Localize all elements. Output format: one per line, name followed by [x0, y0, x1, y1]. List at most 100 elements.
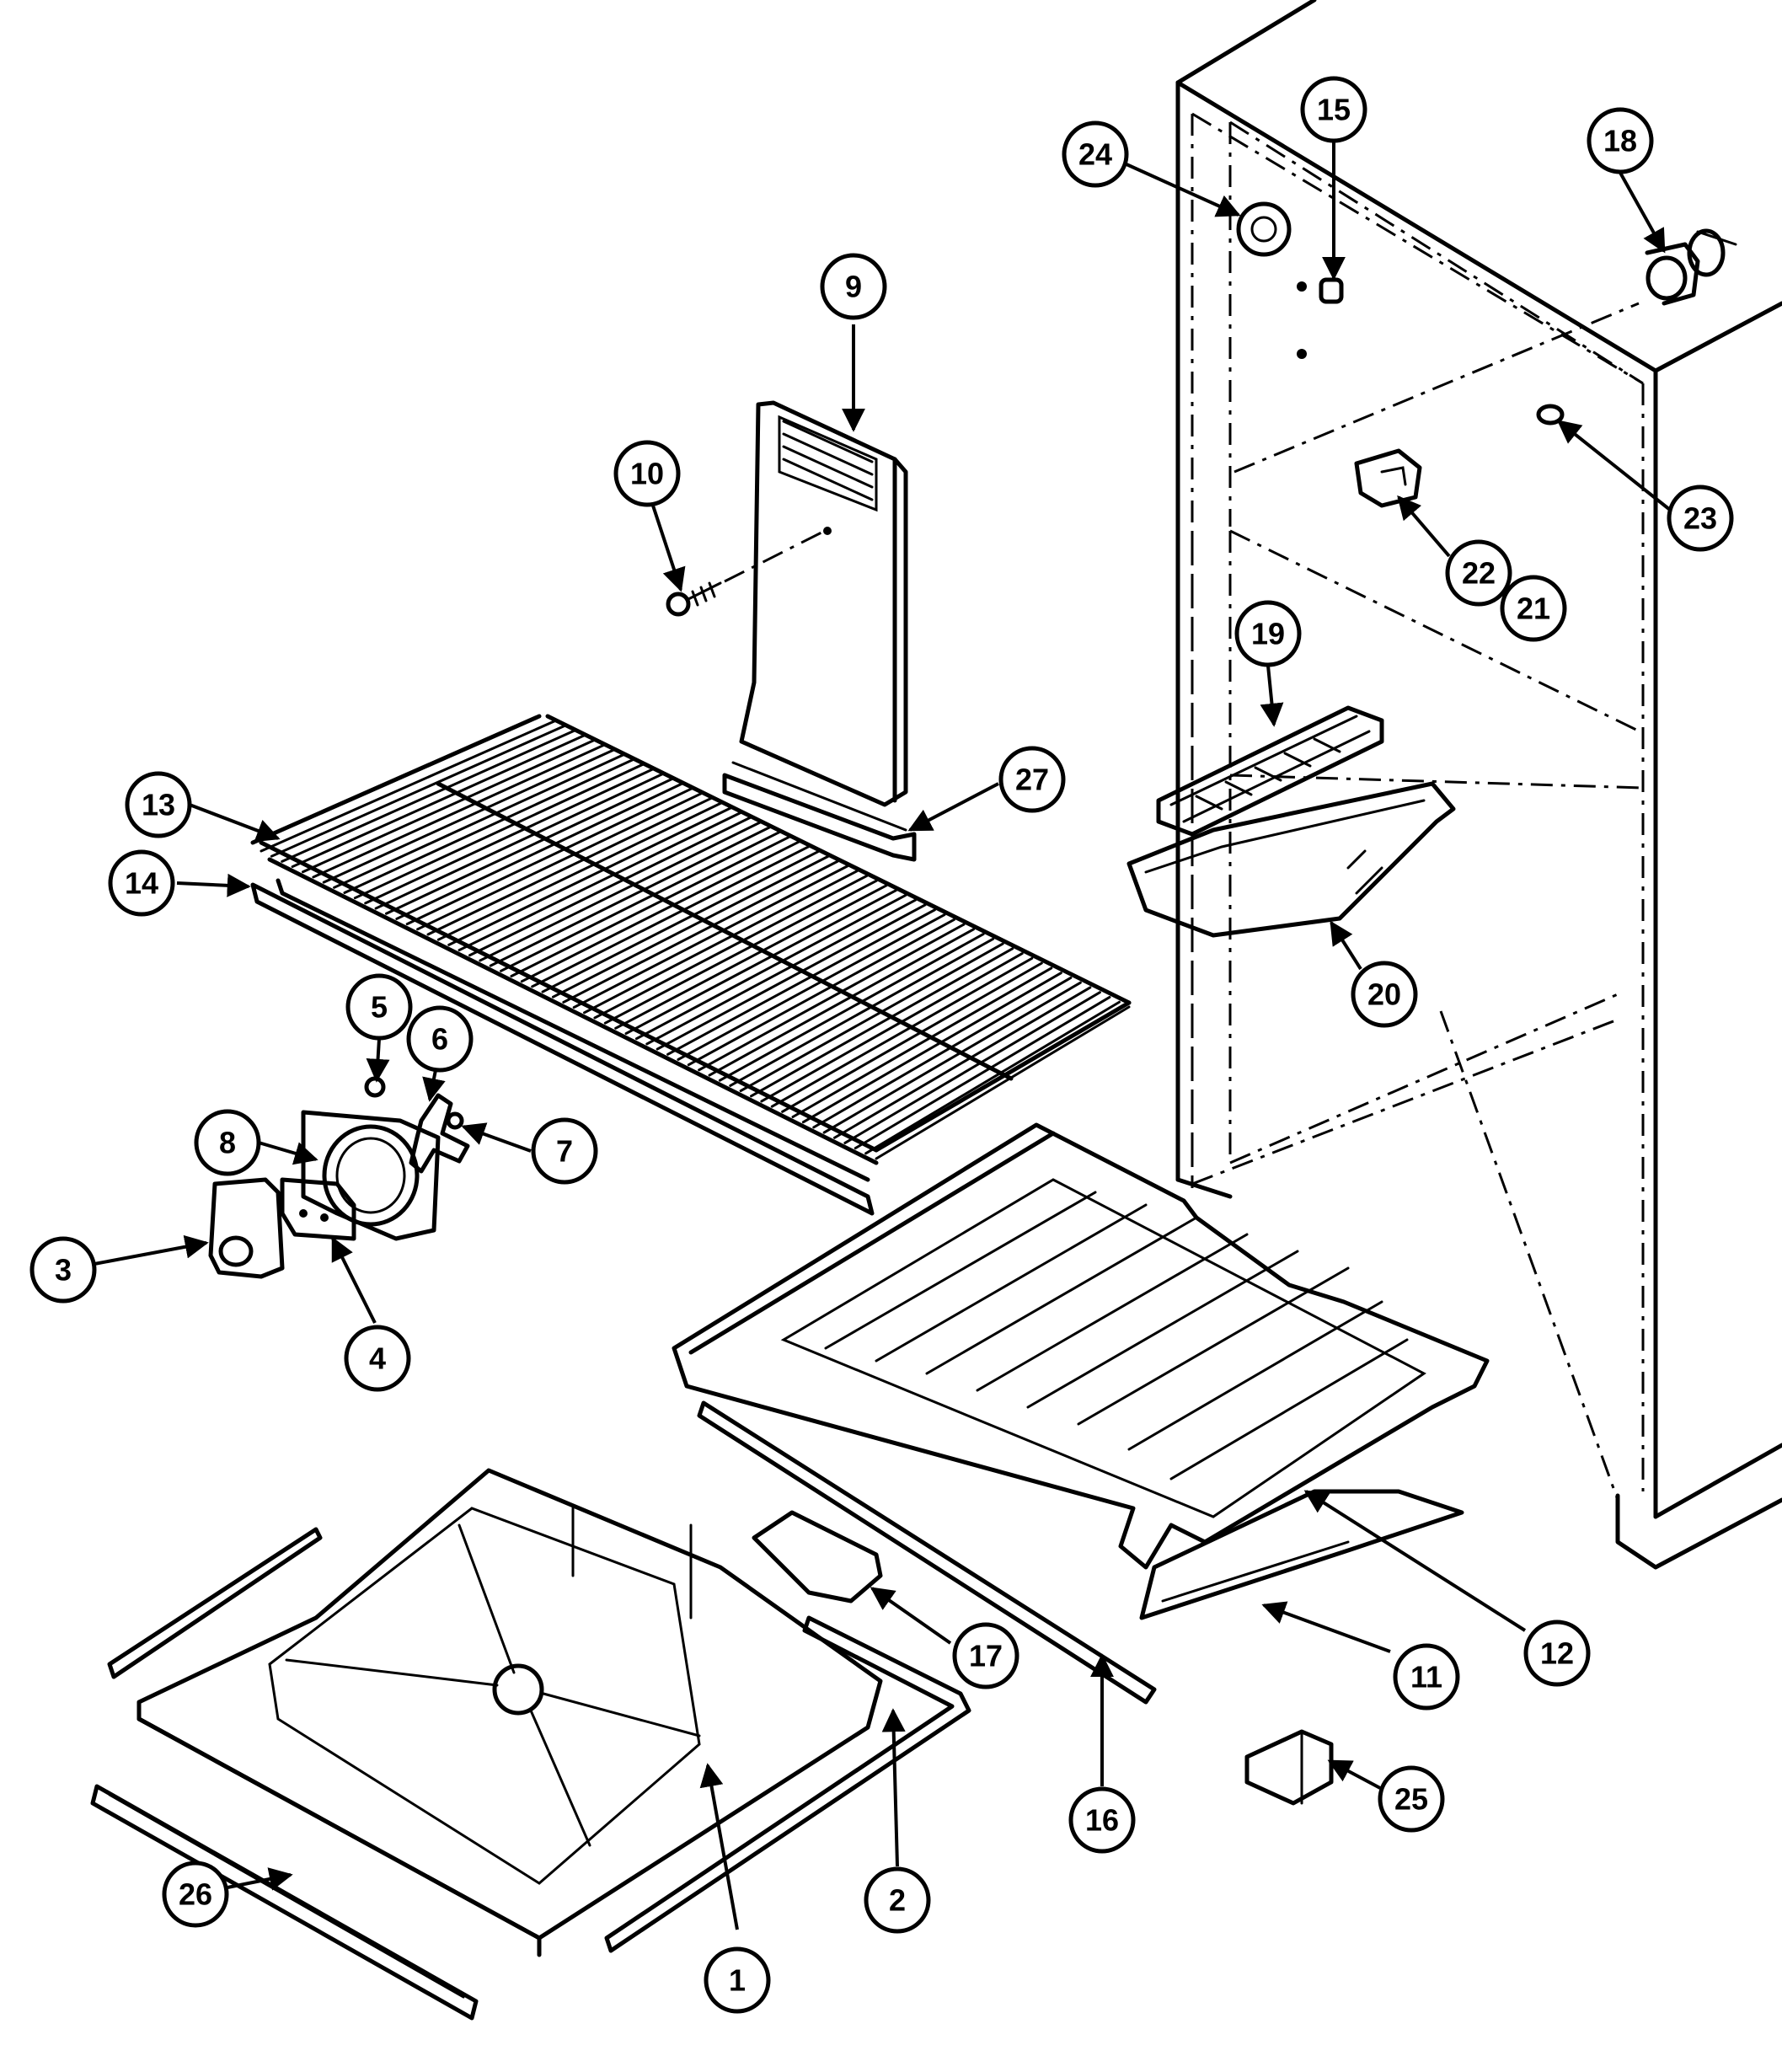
- svg-text:1: 1: [729, 1963, 746, 1998]
- part-14-shelf-trim: [250, 882, 875, 1216]
- svg-text:14: 14: [125, 866, 158, 901]
- shelf-rod: [322, 748, 616, 884]
- callout-10: 10: [613, 440, 681, 507]
- shelf-rod: [468, 816, 752, 957]
- shelf-rod: [656, 903, 927, 1051]
- leader-20: [1330, 920, 1362, 971]
- svg-text:2: 2: [889, 1883, 906, 1918]
- svg-text:25: 25: [1394, 1782, 1428, 1817]
- shelf-rod: [875, 1005, 1131, 1160]
- part-8-fan-bracket: [301, 1110, 441, 1241]
- shelf-rod: [698, 923, 966, 1072]
- part-25-block: [1244, 1729, 1334, 1806]
- leader-23: [1556, 420, 1672, 511]
- shelf-rod: [520, 840, 800, 983]
- svg-text:18: 18: [1603, 124, 1637, 158]
- shelf-rod: [603, 879, 878, 1025]
- callout-11: 11: [1393, 1643, 1460, 1711]
- callout-1: 1: [704, 1946, 771, 2014]
- callout-9: 9: [820, 253, 887, 320]
- part-5-screw: [364, 1076, 386, 1098]
- shelf-rod: [864, 1000, 1121, 1155]
- shelf-rod: [531, 845, 811, 988]
- svg-text:10: 10: [630, 457, 664, 491]
- svg-text:24: 24: [1078, 137, 1112, 172]
- shelf-rod: [718, 933, 985, 1082]
- shelf-rod: [436, 801, 723, 941]
- shelf-rod: [822, 981, 1082, 1134]
- shelf-rod: [458, 811, 742, 952]
- leader-1: [699, 1763, 739, 1930]
- svg-text:19: 19: [1251, 617, 1285, 651]
- part-16-trim-strip: [697, 1400, 1157, 1705]
- shelf-rod: [572, 865, 849, 1009]
- callout-24: 24: [1062, 120, 1129, 188]
- shelf-rod: [677, 913, 946, 1061]
- leader-14: [176, 873, 251, 897]
- svg-text:6: 6: [431, 1022, 448, 1057]
- part-17-tab: [752, 1510, 883, 1604]
- shelf-rod: [500, 831, 781, 972]
- shelf-rod: [812, 976, 1073, 1129]
- part-12-glass-shelf: [672, 1122, 1490, 1570]
- shelf-rod: [801, 972, 1062, 1124]
- leader-3: [94, 1234, 209, 1266]
- svg-text:15: 15: [1317, 93, 1351, 127]
- shelf-rod: [843, 991, 1101, 1144]
- part-23-plug: [1536, 404, 1565, 426]
- svg-text:5: 5: [371, 990, 388, 1025]
- shelf-rod: [624, 889, 897, 1036]
- part-24-dial: [1236, 201, 1292, 257]
- shelf-rod: [270, 724, 568, 858]
- callout-3: 3: [29, 1236, 97, 1304]
- shelf-rod: [781, 961, 1043, 1113]
- shelf-rod: [760, 952, 1024, 1103]
- svg-text:17: 17: [969, 1639, 1003, 1673]
- callout-20: 20: [1351, 961, 1418, 1028]
- callout-5: 5: [345, 973, 413, 1041]
- shelf-rod: [426, 796, 713, 936]
- shelf-rod: [312, 743, 607, 879]
- refrigerator-cabinet: [1175, 0, 1782, 1570]
- leader-2: [881, 1708, 906, 1867]
- leader-22: [1397, 495, 1451, 558]
- part-7-nut: [446, 1111, 464, 1130]
- callouts: 1 2 3 4 5 6 7 8 9 10 11 12 13 14 15 16 1…: [29, 76, 1734, 2014]
- shelf-rod: [854, 995, 1111, 1150]
- shelf-rod: [395, 782, 684, 920]
- shelf-rod: [447, 806, 732, 946]
- svg-text:22: 22: [1462, 556, 1496, 591]
- shelf-rod: [708, 928, 976, 1077]
- leader-25: [1327, 1759, 1381, 1790]
- part-13-wire-shelf: [250, 714, 1132, 1182]
- callout-2: 2: [864, 1866, 931, 1934]
- svg-text:12: 12: [1540, 1636, 1574, 1671]
- shelf-rod: [833, 986, 1092, 1139]
- leader-13: [189, 803, 281, 843]
- svg-text:4: 4: [369, 1341, 386, 1376]
- shelf-rod: [634, 893, 907, 1041]
- callout-8: 8: [194, 1109, 261, 1176]
- leader-27: [907, 782, 999, 832]
- part-6-fan-blade: [409, 1093, 470, 1174]
- svg-text:7: 7: [556, 1134, 573, 1169]
- shelf-rod: [729, 937, 995, 1087]
- svg-text:26: 26: [179, 1877, 212, 1912]
- svg-text:16: 16: [1085, 1803, 1119, 1838]
- leader-8: [258, 1141, 318, 1165]
- leader-7: [461, 1122, 532, 1153]
- part-10-screw: [666, 531, 822, 617]
- shelf-rod: [281, 729, 577, 863]
- leader-18: [1619, 172, 1666, 254]
- callout-22: 22: [1445, 539, 1512, 607]
- part-20-ice-bucket: [1126, 781, 1456, 938]
- part-1-crisper-cover: [136, 1468, 883, 1957]
- shelf-rod: [364, 768, 655, 905]
- svg-text:13: 13: [142, 788, 175, 822]
- callout-26: 26: [162, 1861, 229, 1928]
- callout-21: 21: [1500, 575, 1567, 642]
- svg-text:3: 3: [55, 1253, 72, 1288]
- leader-4: [331, 1236, 377, 1324]
- shelf-rod: [301, 738, 597, 874]
